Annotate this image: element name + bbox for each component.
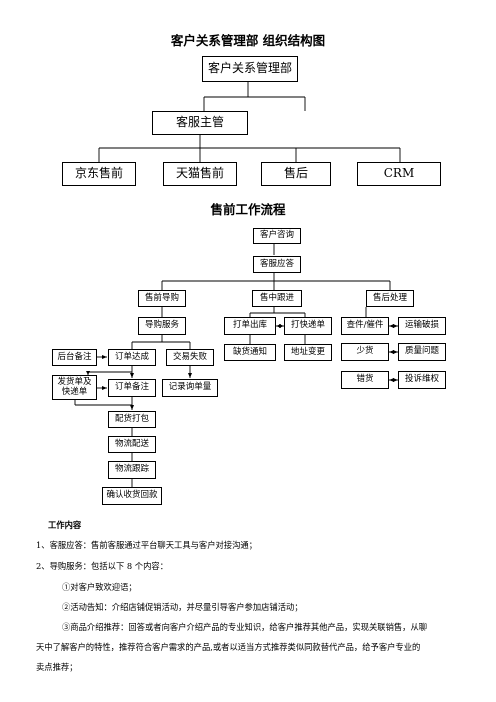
flow-node-respond: 客服应答	[253, 256, 301, 273]
flow-node-print-express: 打快递单	[284, 317, 332, 335]
flow-node-delivery: 物流配送	[108, 436, 156, 453]
work-item-3c: 卖点推荐；	[36, 662, 78, 672]
flow-node-stockout-notice: 缺货通知	[224, 344, 276, 361]
flow-node-quality: 质量问题	[398, 343, 446, 361]
flow-node-trade-fail: 交易失败	[166, 349, 214, 366]
flow-chart-title: 售前工作流程	[210, 202, 286, 217]
work-item-3a: ③商品介绍推荐：回答或者向客户介绍产品的专业知识，给客户推荐其他产品，实现关联销…	[62, 622, 428, 632]
org-node-crm: CRM	[357, 162, 441, 186]
flow-node-check-parts: 查件/催件	[341, 317, 389, 335]
flow-node-pack: 配货打包	[108, 411, 156, 428]
work-item-2: ②活动告知：介绍店铺促销活动，并尽量引导客户参加店铺活动；	[62, 602, 303, 612]
org-node-jd-presale: 京东售前	[62, 162, 136, 186]
flow-node-presale-guide: 售前导购	[138, 290, 186, 307]
org-node-supervisor: 客服主管	[152, 111, 248, 135]
flow-node-consult: 客户咨询	[253, 228, 301, 244]
flow-node-complaint: 投诉维权	[398, 371, 446, 389]
work-item-3b: 天中了解客户的特性，推荐符合客户需求的产品,或者以适当方式推荐类似同款替代产品，…	[36, 642, 421, 652]
flow-node-wrong: 错货	[341, 371, 389, 389]
work-line-1: 1、客服应答：售前客服通过平台聊天工具与客户对接沟通；	[36, 540, 257, 550]
flow-node-ship-express: 发货单及 快递单	[52, 375, 97, 400]
flow-node-guide-service: 导购服务	[138, 317, 186, 335]
flow-node-tracking: 物流跟踪	[108, 461, 156, 479]
flow-node-print-out: 打单出库	[224, 317, 276, 335]
work-line-2: 2、导购服务：包括以下 8 个内容：	[36, 561, 168, 571]
flow-node-backend-note: 后台备注	[52, 349, 97, 366]
flow-node-missing: 少货	[341, 343, 389, 361]
org-node-tmall-presale: 天猫售前	[163, 162, 237, 186]
flow-node-record-query: 记录询单量	[162, 379, 218, 397]
work-item-1: ①对客户致欢迎语；	[62, 582, 137, 592]
flow-node-in-sale: 售中跟进	[252, 290, 302, 307]
flow-node-order-note: 订单备注	[108, 379, 156, 397]
work-heading: 工作内容	[48, 520, 82, 530]
flow-node-order-done: 订单达成	[108, 349, 156, 366]
org-chart-title: 客户关系管理部 组织结构图	[170, 33, 326, 48]
org-node-department: 客户关系管理部	[202, 56, 298, 82]
flow-node-addr-change: 地址变更	[284, 344, 332, 361]
flow-node-after-sale: 售后处理	[366, 290, 414, 307]
org-node-aftersale: 售后	[261, 162, 331, 186]
flow-node-confirm: 确认收货回款	[102, 487, 162, 505]
flow-node-transport-damage: 运输破损	[398, 317, 446, 335]
